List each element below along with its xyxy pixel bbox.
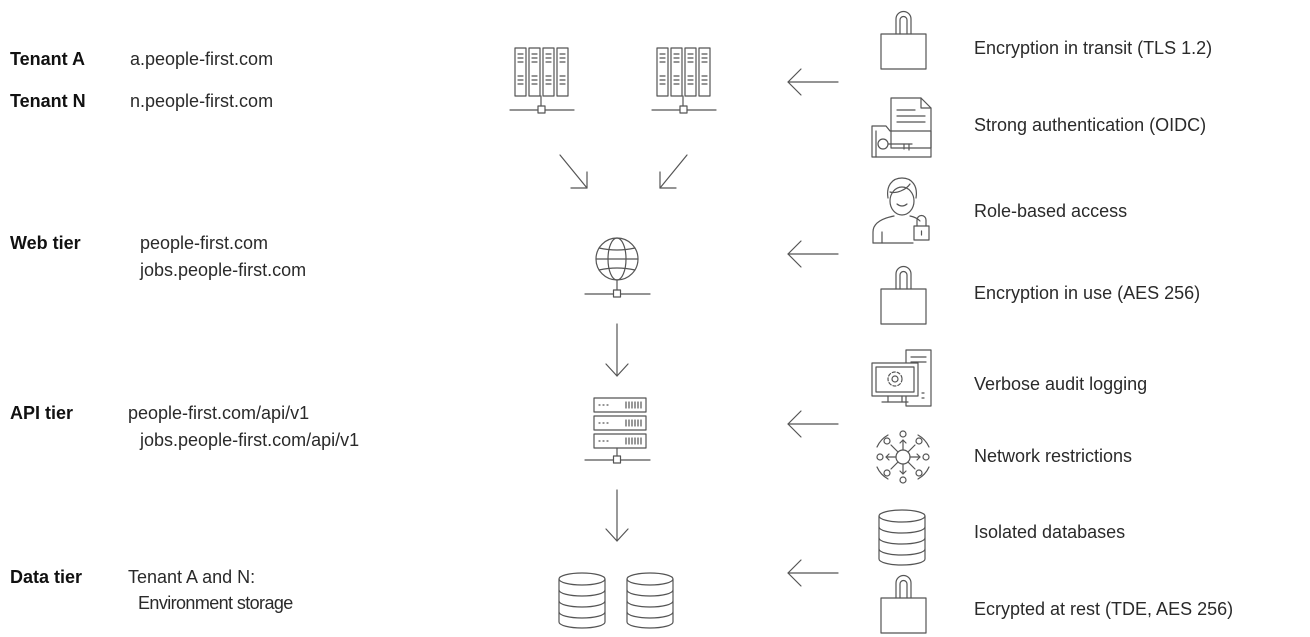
control-label-isolated-db: Isolated databases bbox=[974, 522, 1126, 542]
padlock-icon-in-use bbox=[881, 267, 926, 324]
tenant-n-server-rack-icon bbox=[652, 48, 716, 113]
web-tier-label: Web tier bbox=[10, 233, 81, 253]
web-tier-url-2: jobs.people-first.com bbox=[140, 260, 307, 280]
web-tier-url-1: people-first.com bbox=[140, 233, 269, 253]
control-label-aes-use: Encryption in use (AES 256) bbox=[974, 283, 1201, 303]
data-tier-line-2: Environment storage bbox=[138, 593, 293, 613]
arrow-left-icon-1 bbox=[788, 69, 838, 95]
web-globe-icon bbox=[585, 238, 650, 297]
control-label-rest: Ecrypted at rest (TDE, AES 256) bbox=[974, 599, 1234, 619]
arrow-down-left-icon bbox=[660, 155, 687, 188]
data-tier-label: Data tier bbox=[10, 567, 83, 587]
tenant-a-server-rack-icon bbox=[510, 48, 574, 113]
api-tier-url-2: jobs.people-first.com/api/v1 bbox=[140, 430, 360, 450]
network-icon bbox=[877, 431, 929, 483]
tenant-a-label: Tenant A bbox=[10, 49, 85, 69]
data-tier-line-1: Tenant A and N: bbox=[128, 567, 256, 587]
control-label-audit: Verbose audit logging bbox=[974, 374, 1148, 394]
data-tier-database-icon-1 bbox=[559, 573, 605, 628]
control-label-network: Network restrictions bbox=[974, 446, 1133, 466]
control-label-tls: Encryption in transit (TLS 1.2) bbox=[974, 38, 1213, 58]
arrow-down-right-icon bbox=[560, 155, 587, 188]
padlock-icon-at-rest bbox=[881, 576, 926, 634]
padlock-icon-transit bbox=[881, 12, 926, 70]
database-icon bbox=[879, 510, 925, 565]
tenant-a-url: a.people-first.com bbox=[130, 49, 274, 69]
key-folder-icon bbox=[872, 98, 931, 157]
data-tier-database-icon-2 bbox=[627, 573, 673, 628]
control-label-oidc: Strong authentication (OIDC) bbox=[974, 115, 1207, 135]
api-tier-url-1: people-first.com/api/v1 bbox=[128, 403, 310, 423]
tenant-n-label: Tenant N bbox=[10, 91, 86, 111]
api-server-stack-icon bbox=[585, 398, 650, 463]
tenant-n-url: n.people-first.com bbox=[130, 91, 274, 111]
arrow-down-icon-2 bbox=[606, 490, 628, 541]
user-lock-icon bbox=[873, 178, 929, 243]
control-label-rbac: Role-based access bbox=[974, 201, 1128, 221]
arrow-left-icon-2 bbox=[788, 241, 838, 267]
arrow-left-icon-3 bbox=[788, 411, 838, 437]
audit-computer-icon bbox=[872, 350, 931, 406]
arrow-down-icon-1 bbox=[606, 324, 628, 376]
api-tier-label: API tier bbox=[10, 403, 74, 423]
arrow-left-icon-4 bbox=[788, 560, 838, 586]
